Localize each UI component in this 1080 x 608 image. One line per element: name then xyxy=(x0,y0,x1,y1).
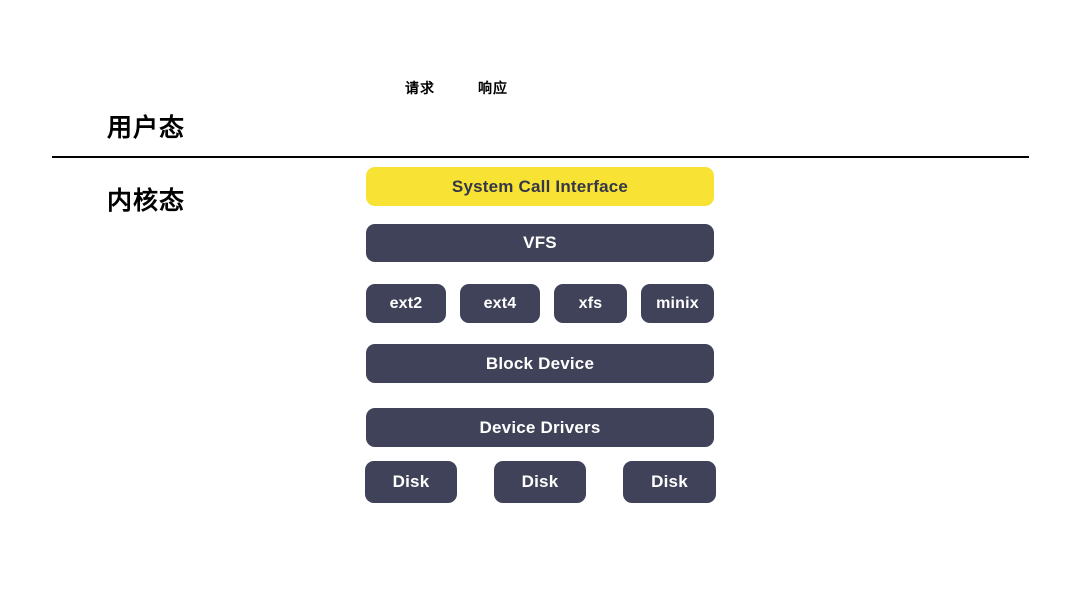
disk-box-3: Disk xyxy=(623,461,716,503)
response-label: 响应 xyxy=(478,80,508,96)
mode-divider-line xyxy=(52,156,1029,158)
device-drivers-box: Device Drivers xyxy=(366,408,714,447)
filesystem-box-ext2: ext2 xyxy=(366,284,446,323)
block-device-box: Block Device xyxy=(366,344,714,383)
request-label: 请求 xyxy=(405,80,435,96)
disk-box-1: Disk xyxy=(365,461,457,503)
vfs-box: VFS xyxy=(366,224,714,262)
system-call-interface-box: System Call Interface xyxy=(366,167,714,206)
disk-box-2: Disk xyxy=(494,461,586,503)
filesystem-box-ext4: ext4 xyxy=(460,284,540,323)
filesystem-box-minix: minix xyxy=(641,284,714,323)
user-mode-label: 用户态 xyxy=(107,114,186,142)
filesystem-box-xfs: xfs xyxy=(554,284,627,323)
kernel-mode-label: 内核态 xyxy=(107,187,186,215)
